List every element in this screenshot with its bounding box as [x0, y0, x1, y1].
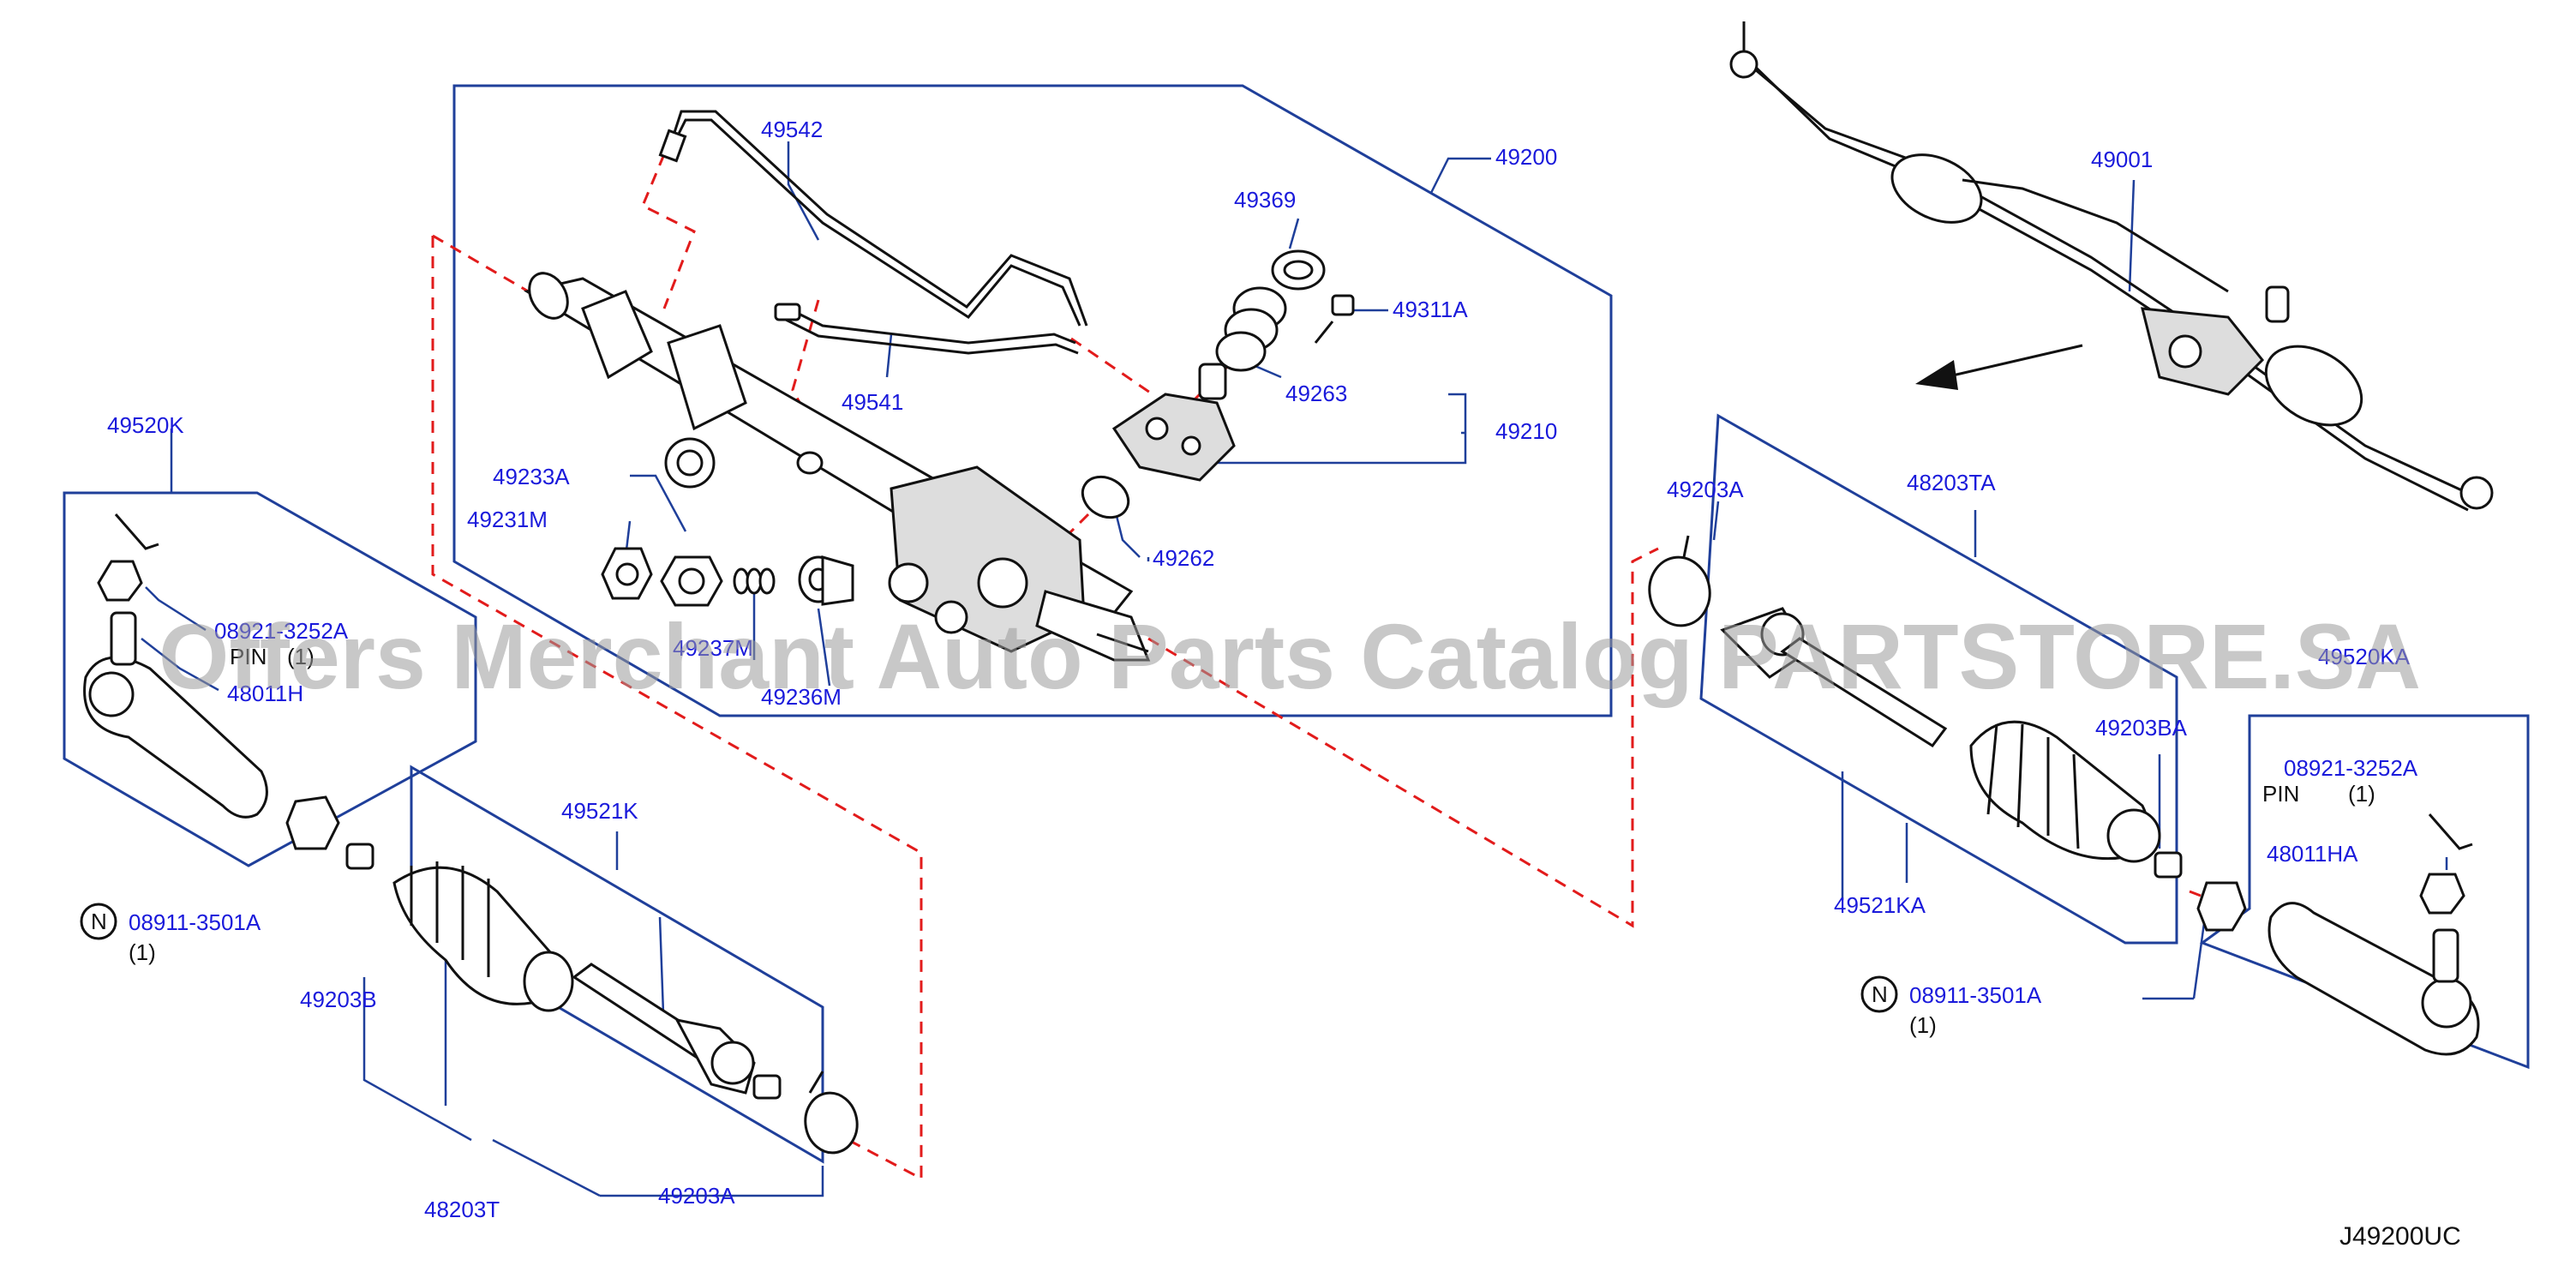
label-pin-left: PIN	[230, 644, 267, 669]
label-49521K: 49521K	[561, 798, 638, 824]
adjuster-parts	[601, 547, 854, 607]
label-49262: 49262	[1153, 545, 1214, 571]
frame-gear-assembly	[452, 84, 1613, 717]
label-48203T: 48203T	[424, 1197, 500, 1222]
pressure-hose-49542	[658, 110, 1088, 327]
dashed-link-valve	[1070, 337, 1153, 396]
label-49001: 49001	[2091, 147, 2153, 172]
label-48011H: 48011H	[227, 681, 303, 706]
label-49369: 49369	[1234, 187, 1296, 213]
dashed-link-left-top	[432, 234, 536, 297]
boot-49263	[1215, 286, 1287, 372]
label-49541: 49541	[842, 389, 903, 415]
label-49236M: 49236M	[761, 684, 842, 710]
frame-inner-socket-right	[1699, 413, 2178, 945]
band-49203A-left	[804, 1071, 859, 1155]
frame-outer-socket-left	[63, 491, 477, 867]
label-49520KA: 49520KA	[2318, 644, 2411, 669]
inner-socket-right-48203TA	[1720, 607, 1948, 748]
label-49203A-right: 49203A	[1667, 477, 1744, 502]
nut-symbol-left-letter: N	[91, 909, 107, 934]
tie-rod-end-left	[83, 513, 268, 819]
label-pin-count-left: (1)	[287, 644, 315, 669]
label-08921-left: 08921-3252A	[214, 618, 349, 644]
label-08911-right-count: (1)	[1909, 1012, 1937, 1038]
label-49520K: 49520K	[107, 412, 184, 438]
label-49231M: 49231M	[467, 507, 548, 532]
bolt-49311A	[1314, 294, 1355, 344]
control-valve-49210	[1111, 363, 1236, 482]
lock-nut-right	[2154, 851, 2247, 932]
label-49237M: 49237M	[673, 635, 753, 661]
watermark: Offers Merchant Auto Parts Catalog PARTS…	[159, 604, 2421, 708]
seal-49369	[1271, 249, 1326, 291]
gear-assembly-49001	[1729, 21, 2494, 512]
direction-arrow	[1915, 344, 2083, 390]
label-49200: 49200	[1495, 144, 1557, 170]
nut-symbol-right-letter: N	[1872, 981, 1888, 1007]
oring-49262	[1081, 475, 1130, 519]
label-49203A-left: 49203A	[658, 1183, 735, 1209]
band-49203A-right	[1648, 535, 1711, 627]
lock-nut-left	[285, 795, 374, 870]
label-49521KA: 49521KA	[1834, 892, 1926, 918]
dashed-link-oring	[1052, 513, 1090, 550]
label-49311A: 49311A	[1393, 297, 1468, 322]
label-49203B: 49203B	[300, 987, 377, 1012]
label-49263: 49263	[1285, 381, 1347, 406]
boot-left-49203B	[392, 861, 574, 1012]
label-49203BA: 49203BA	[2095, 715, 2188, 741]
dashed-link-hose-2	[791, 299, 820, 429]
tie-rod-end-right	[2267, 813, 2480, 1056]
label-48011HA: 48011HA	[2267, 841, 2358, 867]
nut-symbol-left	[80, 903, 117, 940]
rack-housing	[524, 272, 1151, 662]
label-pin-right: PIN	[2262, 781, 2299, 807]
label-49210: 49210	[1495, 418, 1557, 444]
inner-socket-left-48203T	[572, 963, 782, 1100]
label-48203TA: 48203TA	[1907, 470, 1996, 495]
label-49233A: 49233A	[493, 464, 570, 489]
label-49542: 49542	[761, 117, 823, 142]
nut-symbol-right	[1860, 975, 1898, 1013]
dashed-link-right-rack	[1147, 547, 1659, 928]
boot-right-49203BA	[1969, 720, 2161, 863]
label-08921-right: 08921-3252A	[2284, 755, 2418, 781]
diagram-code: J49200UC	[2339, 1222, 2461, 1251]
return-tube-49541	[774, 303, 1079, 355]
label-pin-count-right: (1)	[2348, 781, 2375, 807]
label-08911-left: 08911-3501A	[129, 909, 261, 935]
label-08911-left-count: (1)	[129, 939, 156, 965]
dashed-link-hose	[641, 153, 696, 309]
label-08911-right: 08911-3501A	[1909, 982, 2042, 1008]
